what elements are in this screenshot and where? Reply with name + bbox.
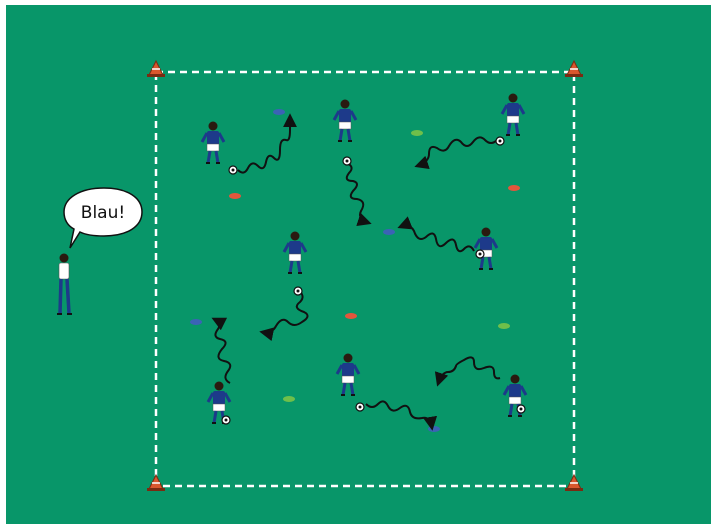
ball — [294, 287, 302, 295]
balls — [222, 137, 525, 424]
ball — [517, 405, 525, 413]
ball — [229, 166, 237, 174]
arrow — [417, 137, 497, 166]
corner-cone-tl — [147, 61, 165, 77]
player — [334, 100, 356, 142]
arrow — [438, 357, 500, 384]
cone-blue — [428, 426, 440, 432]
arrow — [214, 319, 230, 383]
ball — [222, 416, 230, 424]
ball — [356, 403, 364, 411]
cone-blue — [383, 229, 395, 235]
cone-red — [229, 193, 241, 199]
corner-cone-bl — [147, 475, 165, 491]
arrow — [262, 290, 308, 332]
dribble-arrows — [214, 116, 500, 428]
corner-cone-br — [565, 475, 583, 491]
arrow — [347, 163, 369, 223]
cone-red — [508, 185, 520, 191]
arrow — [400, 226, 474, 252]
cone-green — [498, 323, 510, 329]
ball — [496, 137, 504, 145]
cone-blue — [190, 319, 202, 325]
cone-blue — [273, 109, 285, 115]
player — [475, 228, 497, 270]
small-cones — [190, 109, 520, 432]
corner-cone-tr — [565, 61, 583, 77]
players — [202, 94, 526, 424]
arrow — [366, 401, 432, 428]
player — [502, 94, 524, 136]
cone-green — [411, 130, 423, 136]
cone-red — [345, 313, 357, 319]
arrow — [238, 116, 290, 173]
player — [337, 354, 359, 396]
speech-bubble: Blau! — [64, 188, 142, 248]
ball — [476, 250, 484, 258]
ball — [343, 157, 351, 165]
cone-green — [283, 396, 295, 402]
coach — [57, 254, 72, 315]
player — [202, 122, 224, 164]
player — [284, 232, 306, 274]
coach-call: Blau! — [81, 203, 125, 223]
